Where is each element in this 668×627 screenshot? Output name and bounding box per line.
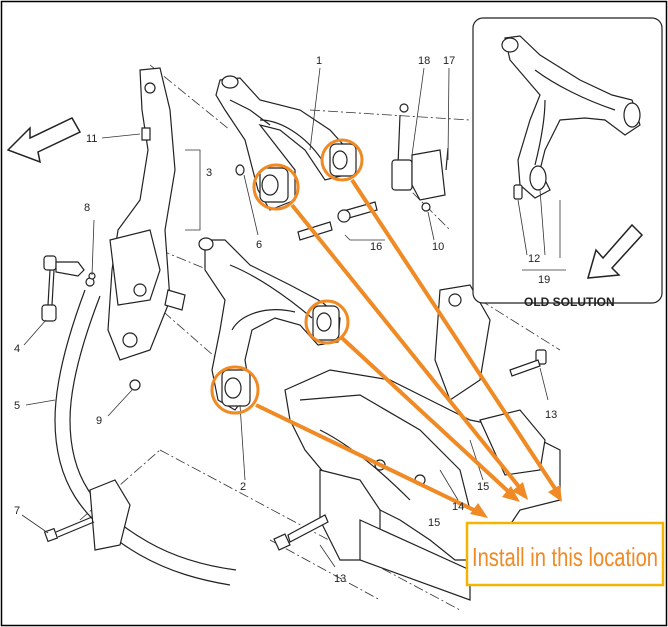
old-solution-inset: 12 19 OLD SOLUTION (472, 17, 663, 309)
callout-3: 3 (206, 167, 212, 179)
height-sensor (391, 103, 446, 201)
callout-13-right: 13 (545, 409, 557, 421)
callout-13-bottom: 13 (334, 573, 346, 585)
callout-15-upper: 15 (477, 481, 489, 493)
callout-1: 1 (316, 55, 322, 67)
highlight-circles (210, 138, 364, 415)
stabilizer-link (41, 255, 95, 322)
install-banner: Install in this location (465, 521, 665, 587)
callout-12: 12 (528, 253, 540, 265)
callout-19: 19 (538, 274, 550, 286)
callout-17: 17 (443, 55, 455, 67)
callout-4: 4 (14, 343, 20, 355)
leader-lines (21, 67, 549, 568)
install-banner-text: Install in this location (472, 542, 658, 572)
callout-14: 14 (452, 501, 464, 513)
callout-2: 2 (240, 481, 246, 493)
callout-8: 8 (84, 202, 90, 214)
small-fasteners (88, 127, 449, 391)
callout-16: 16 (370, 241, 382, 253)
callout-7: 7 (14, 505, 20, 517)
stabilizer-bar (54, 289, 237, 586)
pointer-arrows (255, 178, 558, 514)
callout-6: 6 (256, 239, 262, 251)
bolts-16 (297, 201, 378, 241)
callout-9: 9 (96, 415, 102, 427)
callout-15-lower: 15 (428, 517, 440, 529)
bushings (221, 143, 357, 407)
bolt-7 (43, 516, 95, 543)
old-solution-label: OLD SOLUTION (524, 295, 615, 309)
callout-11: 11 (86, 133, 97, 145)
callout-5: 5 (14, 400, 20, 412)
inset-leader-lines (517, 189, 566, 271)
direction-arrow-left (6, 117, 82, 164)
subframe (284, 284, 561, 601)
callout-10: 10 (432, 241, 444, 253)
inset-direction-arrow (586, 223, 644, 279)
callout-18: 18 (418, 55, 430, 67)
callout-numbers: 1 2 3 4 5 6 7 8 9 10 11 13 13 14 15 15 1… (14, 55, 557, 585)
inset-control-arm (501, 35, 641, 200)
steering-knuckle (107, 67, 186, 361)
pointer-arrowheads (470, 482, 562, 518)
bolts-13 (273, 349, 547, 551)
upper-control-arm (215, 75, 349, 211)
